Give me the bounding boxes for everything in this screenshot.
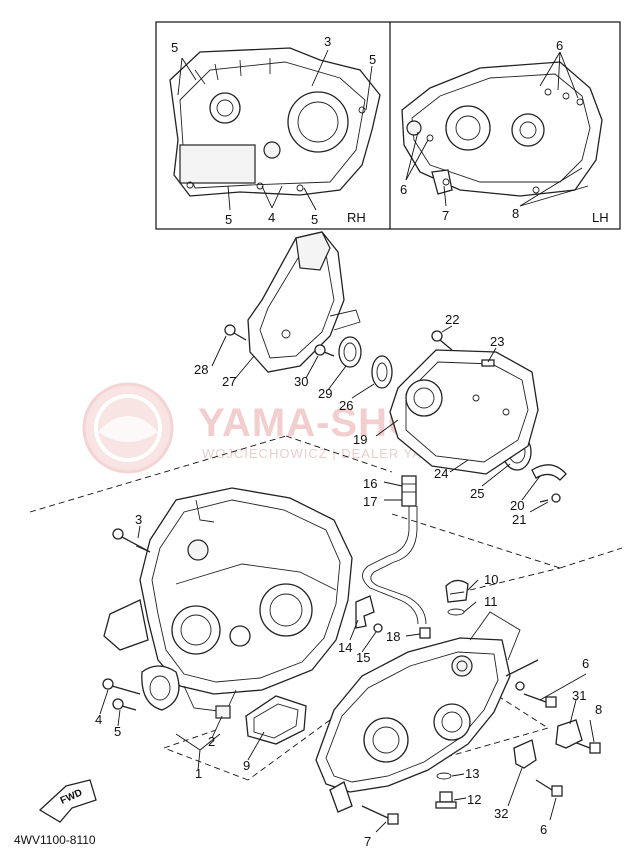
- callout-4: 4: [268, 210, 275, 225]
- inset-leader-lines: [177, 49, 589, 211]
- plate-bolt: [431, 330, 453, 351]
- hose-guide-bracket: [355, 595, 375, 629]
- callout-5: 5: [171, 40, 178, 55]
- callout-4: 4: [95, 712, 102, 727]
- callout-23: 23: [490, 334, 504, 349]
- hose-bracket-lower: [513, 739, 537, 769]
- callout-5: 5: [225, 212, 232, 227]
- crankcase-left-half: [103, 487, 353, 719]
- callout-20: 20: [510, 498, 524, 513]
- callout-30: 30: [294, 374, 308, 389]
- rear-bolt: [361, 805, 399, 825]
- callout-3: 3: [135, 512, 142, 527]
- leader-lines: [99, 325, 595, 833]
- callout-6: 6: [582, 656, 589, 671]
- callout-10: 10: [484, 572, 498, 587]
- callout-12: 12: [467, 792, 481, 807]
- panel-label-lh: LH: [592, 210, 609, 225]
- filler-o-ring: [447, 608, 465, 616]
- oil-seal-small: [338, 336, 362, 368]
- flange-bolt: [523, 693, 557, 708]
- long-through-bolt: [112, 528, 151, 553]
- retainer-screw: [539, 493, 561, 503]
- hose-clip: [419, 627, 431, 639]
- diagram-part-code: 4WV1100-8110: [14, 833, 96, 847]
- panel-label-rh: RH: [347, 210, 366, 225]
- callout-11: 11: [484, 594, 498, 609]
- callout-25: 25: [470, 486, 484, 501]
- bracket-bolt: [573, 741, 601, 754]
- callout-26: 26: [339, 398, 353, 413]
- callout-6: 6: [556, 38, 563, 53]
- callout-18: 18: [386, 629, 400, 644]
- cover-bolt: [224, 324, 247, 341]
- callout-2: 2: [208, 734, 215, 749]
- callout-28: 28: [194, 362, 208, 377]
- callout-6: 6: [400, 182, 407, 197]
- callout-17: 17: [363, 494, 377, 509]
- crankcase-bolt-short: [112, 698, 137, 711]
- drain-plug: [435, 791, 457, 809]
- callout-6: 6: [540, 822, 547, 837]
- callout-7: 7: [364, 834, 371, 849]
- crankcase-bolt: [102, 678, 141, 695]
- callout-27: 27: [222, 374, 236, 389]
- callout-15: 15: [356, 650, 370, 665]
- callout-22: 22: [445, 312, 459, 327]
- callout-7: 7: [442, 208, 449, 223]
- forward-direction-arrow-icon: FWD: [38, 779, 97, 823]
- callout-31: 31: [572, 688, 586, 703]
- callout-21: 21: [512, 512, 526, 527]
- watermark-logo-icon: [82, 382, 174, 474]
- bracket-screw: [373, 623, 383, 633]
- hose-bracket-upper: [555, 719, 583, 749]
- assembly-guide-lines: [29, 435, 623, 781]
- flange-bolt-lower: [535, 779, 563, 797]
- drain-washer: [436, 772, 452, 780]
- callout-8: 8: [595, 702, 602, 717]
- inset-panels: 5 3 5 5 4 5 6 6 7 8 RH LH: [155, 21, 621, 230]
- watermark-subtext: WOJCIECHOWICZ | DEALER YAMAHA: [202, 446, 464, 461]
- callout-8: 8: [512, 206, 519, 221]
- callout-3: 3: [324, 34, 331, 49]
- callout-16: 16: [363, 476, 377, 491]
- inset-frame: [155, 21, 621, 230]
- lh-crankcase-sketch: [401, 61, 603, 197]
- callout-14: 14: [338, 640, 352, 655]
- bearing-seal: [371, 355, 393, 389]
- callout-32: 32: [494, 806, 508, 821]
- cover-gasket: [389, 349, 539, 475]
- rh-crankcase-sketch: [169, 47, 381, 197]
- callout-9: 9: [243, 758, 250, 773]
- dowel-pin: [481, 359, 495, 367]
- cover-screw: [314, 344, 335, 357]
- callout-19: 19: [353, 432, 367, 447]
- breather-hose: [362, 475, 427, 625]
- callout-1: 1: [195, 766, 202, 781]
- callout-13: 13: [465, 766, 479, 781]
- crankcase-cover: [247, 231, 361, 373]
- stud-rod: [505, 659, 539, 691]
- seal-retainer-clamp: [531, 464, 567, 481]
- callout-24: 24: [434, 466, 448, 481]
- callout-5: 5: [369, 52, 376, 67]
- callout-5: 5: [311, 212, 318, 227]
- crankcase-right-half: [315, 611, 521, 813]
- callout-29: 29: [318, 386, 332, 401]
- cover-plate: [245, 695, 307, 745]
- oil-filler-cap: [445, 579, 469, 603]
- callout-5: 5: [114, 724, 121, 739]
